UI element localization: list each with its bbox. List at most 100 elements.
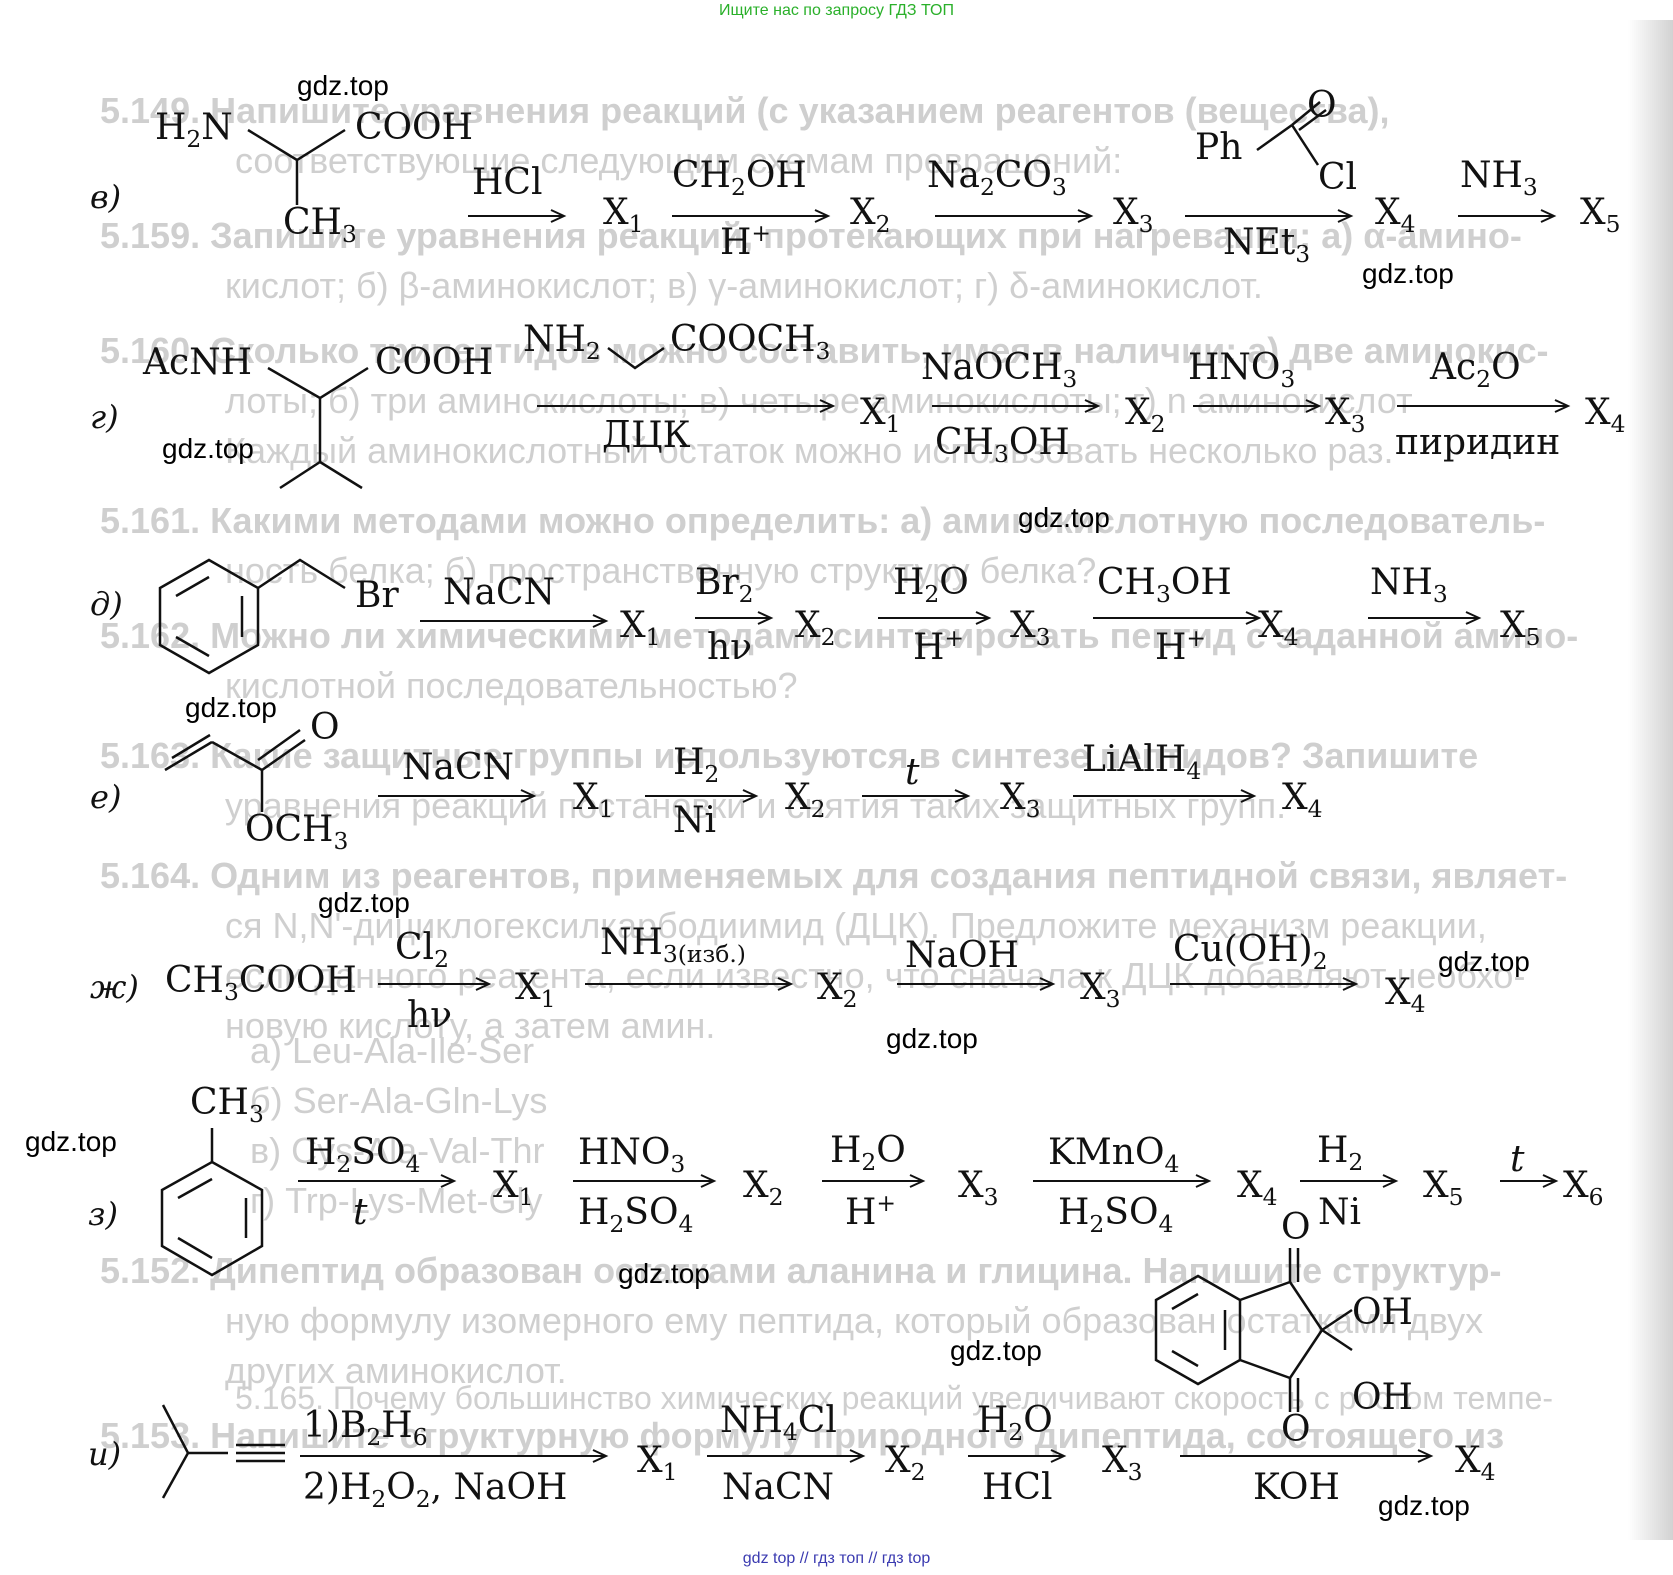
reagent-below: 2)H2O2, NaOH: [303, 1467, 568, 1514]
arrow: [1093, 611, 1262, 625]
arrow: [1458, 209, 1557, 223]
reagent: HCl: [472, 162, 543, 203]
label-v: в): [90, 178, 122, 216]
acrylate-och3: OCH3: [245, 809, 349, 856]
reagent: Cl2: [395, 927, 449, 974]
watermark: gdz.top: [25, 1126, 117, 1157]
reagent: CH3OH: [1097, 562, 1232, 609]
arrow: [645, 789, 759, 803]
arrow: [878, 611, 992, 625]
product-x2: X2: [795, 605, 836, 652]
product-x2: X2: [743, 1165, 784, 1212]
product-x3: X3: [1113, 192, 1154, 239]
background-line: уравнения реакций постановки и снятия та…: [225, 785, 1287, 826]
reagent: t: [1510, 1139, 1525, 1180]
reagent-below: H+: [1155, 624, 1207, 668]
product-x5: X5: [1580, 192, 1621, 239]
background-line: ся N,N'-дициклогексилкарбодиимид (ДЦК). …: [225, 905, 1487, 946]
watermark: gdz.top: [297, 70, 389, 101]
benzyl-br: Br: [355, 575, 399, 616]
background-line: соответствующие следующим схемам превращ…: [235, 140, 1123, 181]
background-line: ную формулу изомерного ему пептида, кото…: [225, 1300, 1484, 1341]
background-line: других аминокислот.: [225, 1350, 567, 1391]
background-line: лоты; б) три аминокислоты; в) четыре ами…: [225, 380, 1413, 421]
toluene-ch3: CH3: [190, 1082, 264, 1129]
ninhydrin-o-bottom: O: [1281, 1409, 1311, 1450]
reagent: NH3: [1460, 155, 1538, 202]
benzoyl-o: O: [1307, 85, 1337, 126]
background-line: 5.153. Напишите структурную формулу прир…: [100, 1415, 1504, 1456]
product-x2: X2: [850, 192, 891, 239]
top-banner: Ищите нас по запросу ГДЗ ТОП: [719, 2, 954, 19]
watermark: gdz.top: [1438, 946, 1530, 977]
product-x2: X2: [885, 1440, 926, 1487]
reagent: Ac2O: [1430, 347, 1521, 394]
product-x1: X1: [860, 392, 901, 439]
background-line: в) Cys-Ala-Val-Thr: [250, 1130, 545, 1171]
arrow: [585, 977, 794, 991]
background-line: если данного реагента, если известно, чт…: [225, 955, 1526, 996]
background-line: 5.165. Почему большинство химических реа…: [235, 1380, 1554, 1416]
reagent-below: Ni: [1318, 1192, 1362, 1233]
alanine-bonds: [247, 128, 346, 205]
label-z: з): [88, 1195, 118, 1233]
reagent: H2SO4: [305, 1132, 421, 1179]
reagent-below: Ni: [673, 800, 717, 841]
ninhydrin-structure: [1154, 1248, 1353, 1412]
arrow: [968, 1449, 1067, 1463]
product-x1: X1: [573, 777, 614, 824]
arrow: [707, 1449, 866, 1463]
watermark: gdz.top: [162, 433, 254, 464]
page-edge-shadow: [1628, 20, 1673, 1540]
reagent: NH4Cl: [720, 1400, 837, 1447]
product-x4: X4: [1282, 777, 1323, 824]
reagent: NaCN: [443, 572, 556, 613]
reagent-below: H+: [720, 219, 772, 263]
product-x1: X1: [637, 1440, 678, 1487]
reagent-below: t: [353, 1192, 368, 1233]
reagent: NaOH: [905, 935, 1019, 976]
product-x3: X3: [1102, 1440, 1143, 1487]
product-x3: X3: [1325, 392, 1366, 439]
reagent-below: hν: [707, 627, 753, 668]
arrow: [300, 1449, 609, 1463]
watermark: gdz.top: [318, 887, 410, 918]
arrow: [822, 1174, 926, 1188]
reagent: Cu(OH)2: [1173, 929, 1328, 976]
arrow: [672, 209, 831, 223]
reagent: H2O: [893, 562, 969, 609]
arrow: [1185, 209, 1354, 223]
arrow: [1300, 1174, 1399, 1188]
watermark: gdz.top: [1362, 258, 1454, 289]
background-line: 5.162. Можно ли химическими методами син…: [100, 615, 1579, 656]
arrow: [1193, 399, 1322, 413]
arrow: [420, 614, 609, 628]
watermark: gdz.top: [618, 1258, 710, 1289]
background-line: Каждый аминокислотный остаток можно испо…: [225, 430, 1394, 471]
label-zh: ж): [90, 968, 139, 1006]
product-x3: X3: [1080, 967, 1121, 1014]
product-x1: X1: [603, 192, 644, 239]
benzyl-bromide-ring: [158, 558, 346, 675]
product-x4: X4: [1375, 192, 1416, 239]
product-x4: X4: [1237, 1165, 1278, 1212]
glycine-ester-cooch3: COOCH3: [670, 319, 831, 366]
valine-acnh: AcNH: [143, 342, 253, 383]
reagent-below: ДЦК: [602, 415, 691, 456]
arrow: [1180, 1449, 1434, 1463]
acetic-acid: CH3COOH: [165, 960, 357, 1007]
reagent-below: CH3OH: [935, 422, 1070, 469]
background-line: г) Trp-Lys-Met-Gly: [250, 1180, 543, 1221]
product-x5: X5: [1423, 1165, 1464, 1212]
arrow: [897, 977, 1056, 991]
product-x1: X1: [515, 967, 556, 1014]
product-x2: X2: [1125, 392, 1166, 439]
reagent-below: H2SO4: [1058, 1192, 1174, 1239]
reagent-below: пиридин: [1395, 422, 1561, 463]
reagent-below: H2SO4: [578, 1192, 694, 1239]
product-x5: X5: [1500, 605, 1541, 652]
reagent: t: [905, 752, 920, 793]
reagent: NH3: [1370, 562, 1448, 609]
toluene-ring: [160, 1128, 264, 1277]
arrow: [1073, 789, 1257, 803]
